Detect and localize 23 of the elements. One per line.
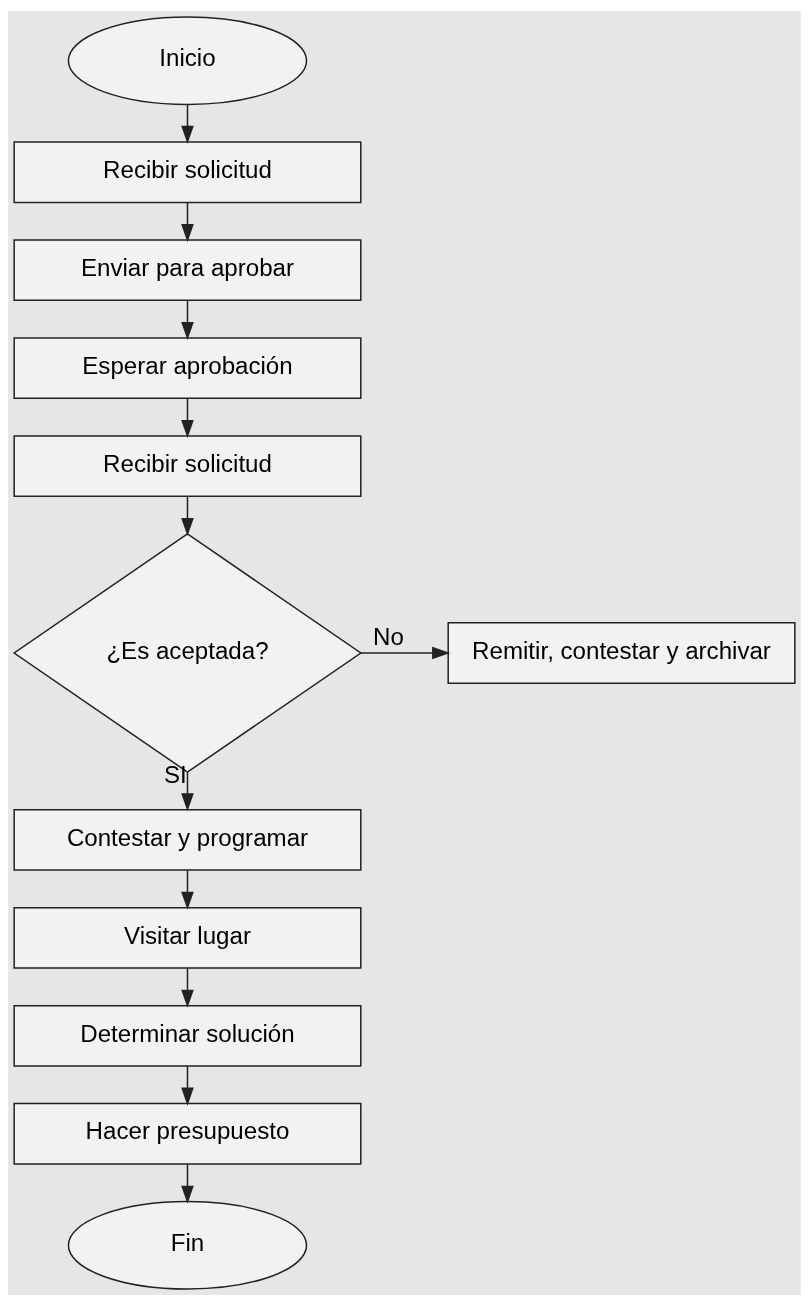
node-ellipse: Inicio — [67, 16, 308, 106]
node-box: Contestar y programar — [13, 808, 362, 871]
node-box: Enviar para aprobar — [13, 239, 362, 302]
node-box: Remitir, contestar y archivar — [447, 622, 796, 684]
arrow — [181, 967, 194, 1008]
arrow — [181, 495, 194, 537]
node-box: Visitar lugar — [13, 906, 362, 969]
arrow — [181, 397, 194, 439]
arrow — [181, 1163, 194, 1204]
arrow — [181, 1065, 194, 1106]
arrow — [181, 103, 194, 144]
node-box: Hacer presupuesto — [13, 1102, 362, 1165]
arrow — [181, 771, 194, 812]
node-box: Determinar solución — [13, 1004, 362, 1067]
node-box: Recibir solicitud — [13, 141, 362, 204]
node-box: Recibir solicitud — [13, 435, 362, 498]
arrow — [360, 646, 451, 660]
arrow — [181, 869, 194, 910]
edge-label: No — [373, 623, 404, 651]
arrow — [181, 202, 194, 243]
node-box: Esperar aprobación — [13, 337, 362, 400]
node-ellipse: Fin — [67, 1200, 308, 1290]
arrow — [181, 299, 194, 341]
